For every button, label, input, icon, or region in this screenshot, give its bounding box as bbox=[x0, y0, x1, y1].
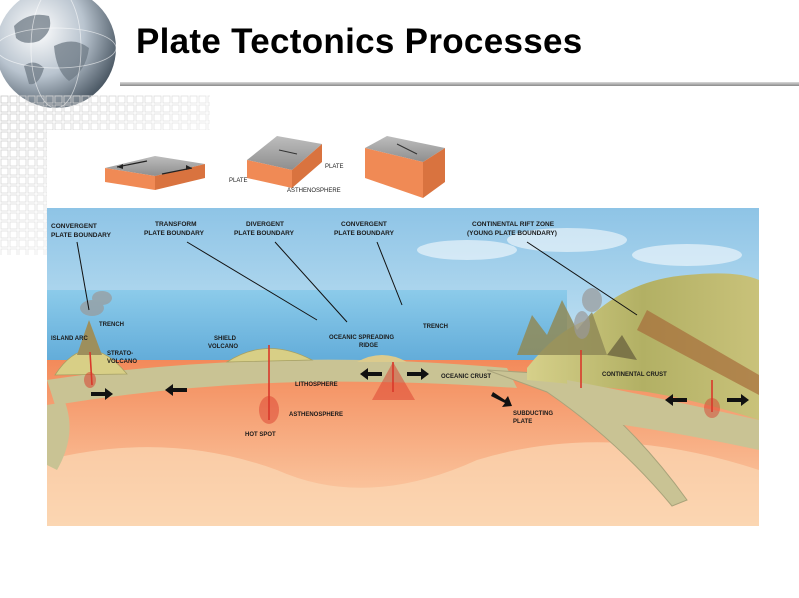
label-ridge-line1: OCEANIC SPREADING bbox=[329, 335, 394, 341]
label-divergent-line2: PLATE BOUNDARY bbox=[234, 230, 295, 237]
label-rift-line1: CONTINENTAL RIFT ZONE bbox=[472, 221, 555, 228]
label-convergent-1-line1: CONVERGENT bbox=[51, 223, 97, 230]
label-subducting-line2: PLATE bbox=[513, 419, 532, 425]
label-oceanic-crust: OCEANIC CRUST bbox=[441, 374, 491, 380]
label-island-arc: ISLAND ARC bbox=[51, 336, 88, 342]
plate-tectonics-diagram: PLATE PLATE ASTHENOSPHERE bbox=[47, 130, 759, 526]
label-trench-1: TRENCH bbox=[99, 322, 124, 328]
inset-plate-label-2: PLATE bbox=[229, 178, 248, 184]
label-ridge-line2: RIDGE bbox=[359, 343, 378, 349]
label-shield-line2: VOLCANO bbox=[208, 344, 238, 350]
label-rift-line2: (YOUNG PLATE BOUNDARY) bbox=[467, 230, 557, 237]
label-shield-line1: SHIELD bbox=[214, 336, 237, 342]
label-strato-line2: VOLCANO bbox=[107, 359, 137, 365]
label-convergent-2-line1: CONVERGENT bbox=[341, 221, 387, 228]
label-trench-2: TRENCH bbox=[423, 324, 448, 330]
label-transform-line1: TRANSFORM bbox=[155, 221, 197, 228]
label-divergent-line1: DIVERGENT bbox=[246, 221, 284, 228]
label-subducting-line1: SUBDUCTING bbox=[513, 411, 553, 417]
label-convergent-2-line2: PLATE BOUNDARY bbox=[334, 230, 395, 237]
inset-plate-label-1: PLATE bbox=[325, 164, 344, 170]
label-continental-crust: CONTINENTAL CRUST bbox=[602, 372, 667, 378]
label-strato-line1: STRATO- bbox=[107, 351, 133, 357]
label-asthenosphere: ASTHENOSPHERE bbox=[289, 412, 343, 418]
label-convergent-1-line2: PLATE BOUNDARY bbox=[51, 232, 112, 239]
title-underline bbox=[120, 82, 799, 86]
label-transform-line2: PLATE BOUNDARY bbox=[144, 230, 205, 237]
inset-asthenosphere-label: ASTHENOSPHERE bbox=[287, 188, 341, 194]
label-lithosphere: LITHOSPHERE bbox=[295, 382, 338, 388]
label-hot-spot: HOT SPOT bbox=[245, 432, 276, 438]
slide-title: Plate Tectonics Processes bbox=[136, 22, 583, 62]
